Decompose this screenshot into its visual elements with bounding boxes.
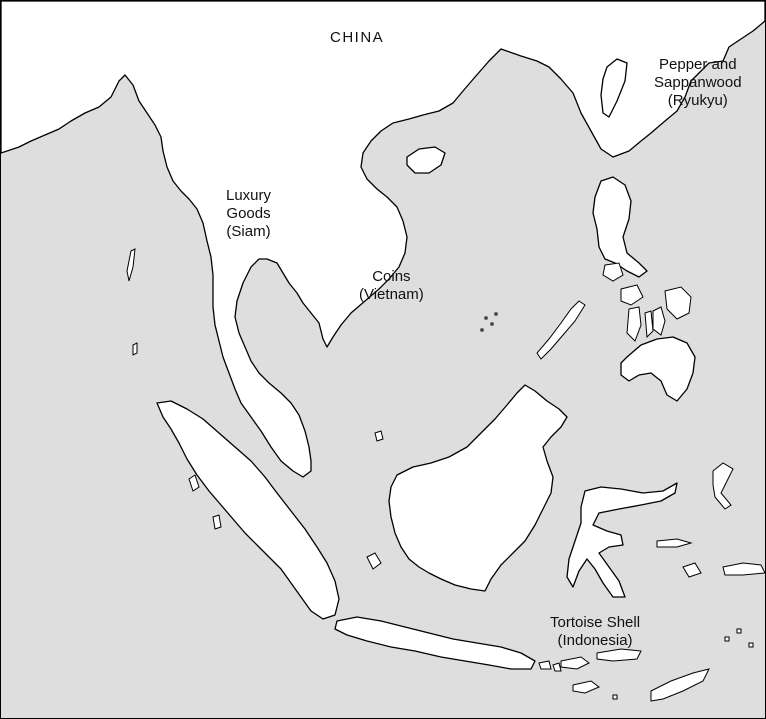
trade-label-line: (Vietnam) bbox=[359, 286, 424, 303]
trade-label-line: Goods bbox=[226, 205, 271, 222]
trade-label-line: Tortoise Shell bbox=[550, 614, 641, 631]
trade-label-indonesia: Tortoise Shell (Indonesia) bbox=[550, 614, 640, 650]
sumba-island bbox=[572, 680, 600, 694]
nias-island bbox=[188, 474, 200, 492]
eastern-islets bbox=[612, 628, 754, 700]
trade-label-line: Luxury bbox=[226, 187, 272, 204]
andaman-islands bbox=[126, 248, 136, 282]
spratly-islets bbox=[480, 312, 498, 332]
bali-island bbox=[538, 660, 552, 670]
bangka-island bbox=[366, 552, 382, 570]
sula-islands bbox=[656, 538, 693, 548]
nicobar-islands bbox=[132, 342, 138, 356]
trade-label-line: (Ryukyu) bbox=[667, 92, 728, 109]
samar-island bbox=[664, 286, 692, 320]
seram-island bbox=[722, 562, 765, 576]
trade-label-line: Sappanwood bbox=[654, 74, 742, 91]
palawan-island bbox=[536, 300, 586, 360]
trade-label-line: (Indonesia) bbox=[557, 632, 633, 649]
halmahera-island bbox=[712, 462, 734, 510]
mainland-asia bbox=[1, 1, 765, 478]
region-label-china: CHINA bbox=[330, 29, 385, 46]
mindanao-island bbox=[620, 336, 696, 402]
borneo-island bbox=[388, 384, 568, 592]
trade-label-siam: Luxury Goods (Siam) bbox=[226, 187, 271, 241]
trade-label-line: Coins bbox=[372, 268, 411, 285]
taiwan-island bbox=[600, 58, 628, 118]
buru-island bbox=[682, 562, 702, 578]
sumatra-island bbox=[156, 400, 340, 620]
mindoro-island bbox=[602, 262, 624, 282]
panay-island bbox=[620, 284, 644, 306]
flores-island bbox=[596, 648, 642, 662]
siberut-island bbox=[212, 514, 222, 530]
sumbawa-island bbox=[560, 656, 590, 670]
trade-label-line: (Siam) bbox=[226, 223, 271, 240]
negros-island bbox=[626, 306, 642, 342]
lombok-island bbox=[552, 662, 562, 672]
trade-label-vietnam: Coins (Vietnam) bbox=[359, 268, 424, 304]
cebu-island bbox=[644, 310, 654, 339]
hainan-island bbox=[406, 146, 446, 174]
sulawesi-island bbox=[566, 482, 678, 598]
natuna-island bbox=[374, 430, 384, 442]
luzon-island bbox=[592, 176, 648, 278]
trade-label-ryukyu: Pepper and Sappanwood (Ryukyu) bbox=[654, 56, 742, 110]
timor-island bbox=[650, 668, 710, 702]
java-island bbox=[334, 616, 536, 670]
trade-label-line: Pepper and bbox=[659, 56, 737, 73]
